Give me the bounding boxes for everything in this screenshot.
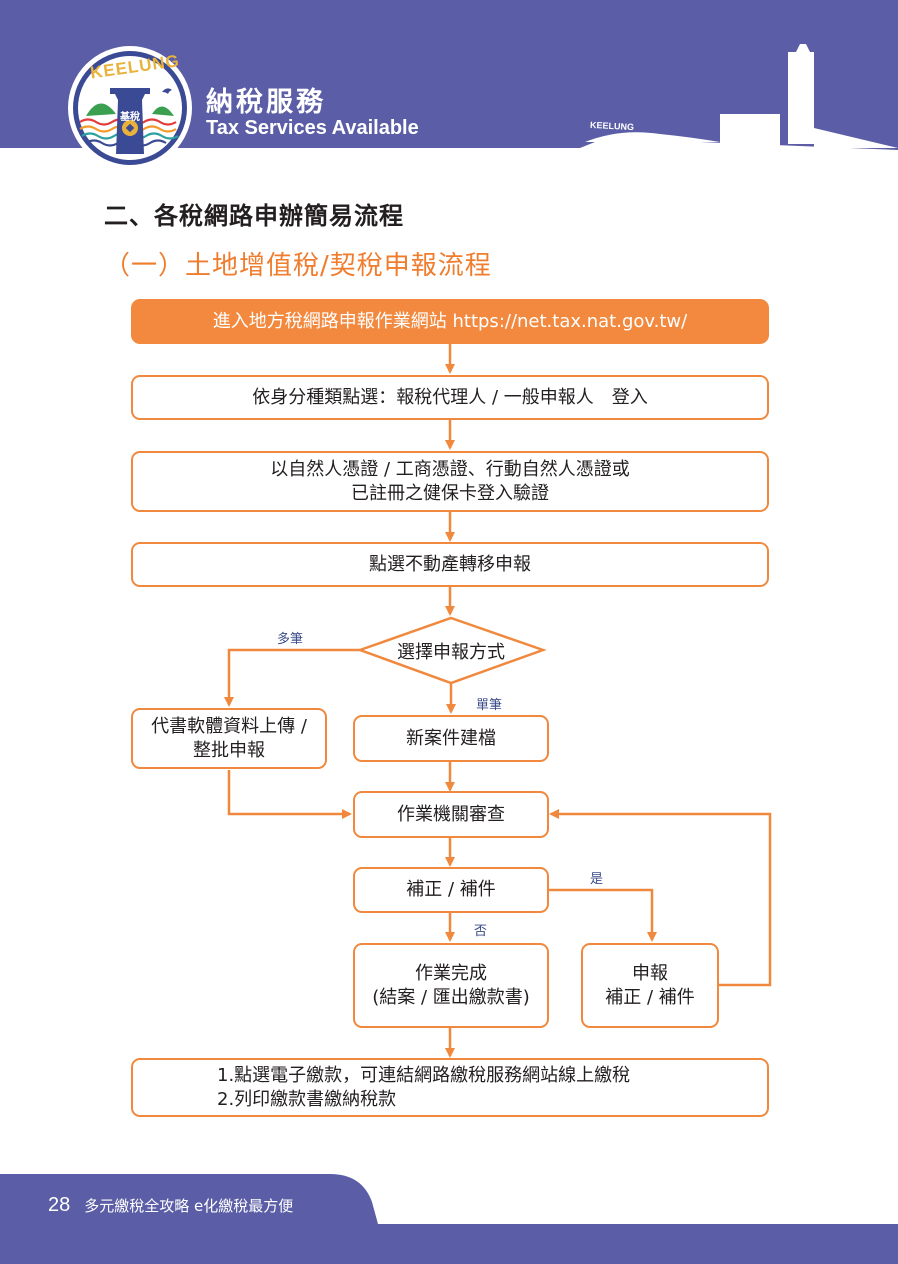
flow-step-resubmit: 申報 補正 / 補件 [581, 943, 719, 1028]
flow-step-correction: 補正 / 補件 [353, 867, 549, 913]
flow-step-certificate-line1: 以自然人憑證 / 工商憑證、行動自然人憑證或 [270, 458, 630, 480]
flow-step-enter-website: 進入地方稅網路申報作業網站 https://net.tax.nat.gov.tw… [131, 299, 769, 344]
label-no: 否 [474, 924, 488, 939]
flow-step-new-case-text: 新案件建檔 [406, 727, 496, 749]
flow-step-batch-upload: 代書軟體資料上傳 / 整批申報 [131, 708, 327, 769]
flow-step-batch-upload-line2: 整批申報 [192, 739, 265, 761]
section-title: 二、各稅網路申辦簡易流程 [104, 202, 404, 230]
sub-title: （一）土地增值稅/契稅申報流程 [104, 251, 492, 281]
flow-step-property-transfer-text: 點選不動產轉移申報 [369, 553, 531, 575]
flow-step-resubmit-line1: 申報 [631, 962, 668, 984]
keelung-tax-logo: KEELUNG 基稅 [66, 44, 194, 172]
label-single: 單筆 [476, 698, 503, 713]
flow-step-batch-upload-line1: 代書軟體資料上傳 / [151, 715, 307, 737]
footer-caption: 多元繳稅全攻略 e化繳稅最方便 [84, 1197, 294, 1215]
page-footer-band [0, 1174, 898, 1264]
flow-step-complete-line1: 作業完成 [415, 962, 487, 984]
flow-step-certificate-line2: 已註冊之健保卡登入驗證 [350, 482, 549, 504]
flow-step-resubmit-line2: 補正 / 補件 [605, 986, 695, 1008]
flow-step-enter-website-text: 進入地方稅網路申報作業網站 https://net.tax.nat.gov.tw… [212, 310, 688, 332]
brand-title-en: Tax Services Available [206, 117, 419, 139]
flow-step-complete-line2: (結案 / 匯出繳款書) [372, 986, 530, 1008]
label-multi: 多筆 [277, 632, 304, 647]
flow-step-new-case: 新案件建檔 [353, 715, 549, 762]
flow-step-payment: 1.點選電子繳款，可連結網路繳稅服務網站線上繳稅 2.列印繳款書繳納稅款 [131, 1058, 769, 1117]
flow-decision-method: 選擇申報方式 [397, 642, 505, 663]
flow-step-payment-line2: 2.列印繳款書繳納稅款 [217, 1088, 397, 1110]
page-number: 28 [48, 1194, 71, 1216]
flow-step-login-type-text: 依身分種類點選：報稅代理人 / 一般申報人 登入 [252, 386, 648, 408]
flow-step-property-transfer: 點選不動產轉移申報 [131, 542, 769, 587]
page-footer: 28 多元繳稅全攻略 e化繳稅最方便 [48, 1194, 293, 1217]
flow-step-payment-line1: 1.點選電子繳款，可連結網路繳稅服務網站線上繳稅 [217, 1064, 631, 1086]
flow-step-login-type: 依身分種類點選：報稅代理人 / 一般申報人 登入 [131, 375, 769, 420]
skyline-icon [585, 44, 898, 148]
flow-step-correction-text: 補正 / 補件 [406, 879, 496, 900]
logo-badge-text: 基稅 [120, 112, 140, 123]
flow-step-review-text: 作業機關審查 [397, 803, 505, 825]
label-yes: 是 [590, 872, 604, 887]
flow-step-review: 作業機關審查 [353, 791, 549, 838]
flow-step-certificate: 以自然人憑證 / 工商憑證、行動自然人憑證或 已註冊之健保卡登入驗證 [131, 451, 769, 512]
flow-step-complete: 作業完成 (結案 / 匯出繳款書) [353, 943, 549, 1028]
page-header: KEELUNG 基稅 納稅服務 Tax Services Available K… [0, 0, 898, 170]
brand-title-cn: 納稅服務 [206, 87, 326, 118]
